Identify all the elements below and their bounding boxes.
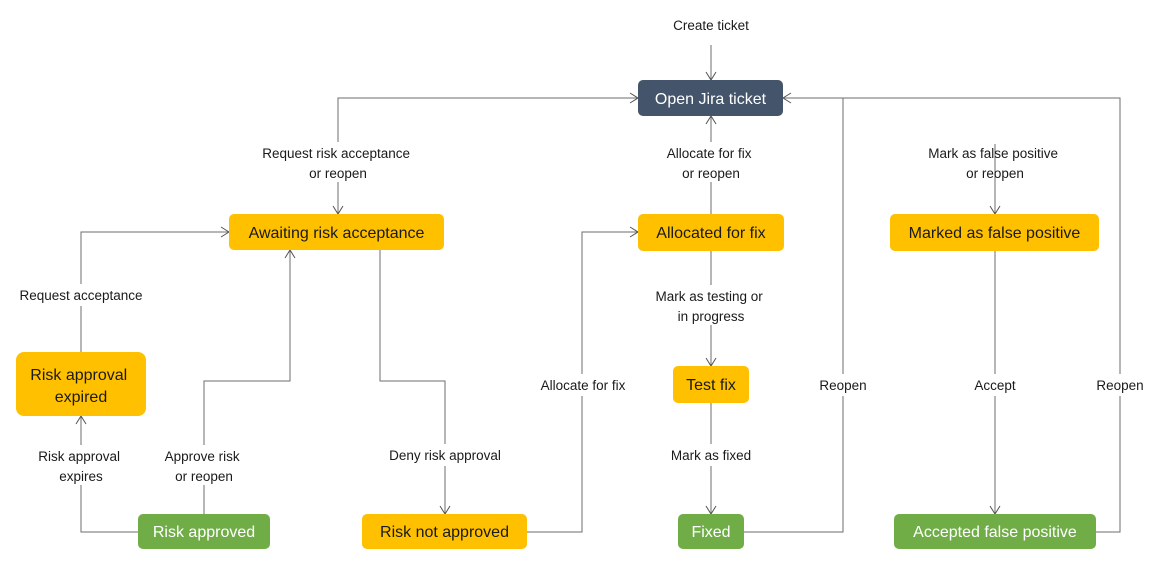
- edge-label-mark-false-positive-or-reopen: Mark as false positive or reopen: [928, 146, 1062, 181]
- edge-label-risk-approval-expires: Risk approval expires: [38, 449, 124, 484]
- edge-label-reopen-fixed: Reopen: [819, 378, 866, 393]
- svg-text:Accepted false positive: Accepted false positive: [913, 524, 1077, 541]
- edge-label-allocate-or-reopen: Allocate for fix or reopen: [667, 146, 756, 181]
- edge-fixed-reopen: [744, 97, 844, 533]
- svg-text:Fixed: Fixed: [691, 524, 730, 541]
- state-nodes: Open Jira ticket Awaiting risk acceptanc…: [16, 80, 1099, 549]
- edge-accepted-fp-reopen: [843, 97, 1121, 533]
- edge-label-approve-risk: Approve risk or reopen: [165, 449, 244, 484]
- edge-awaiting-to-not-approved: [379, 250, 446, 514]
- edge-label-request-risk-acceptance: Request risk acceptance or reopen: [262, 146, 414, 181]
- node-awaiting-risk-acceptance: Awaiting risk acceptance: [229, 214, 444, 250]
- node-accepted-false-positive: Accepted false positive: [894, 514, 1096, 549]
- svg-text:Open Jira ticket: Open Jira ticket: [655, 91, 767, 108]
- svg-text:Risk approved: Risk approved: [153, 524, 255, 541]
- edge-label-reopen-false-positive: Reopen: [1096, 378, 1143, 393]
- node-risk-approval-expired: Risk approval expired: [16, 352, 146, 416]
- svg-text:Risk not approved: Risk not approved: [380, 524, 509, 541]
- node-test-fix: Test fix: [673, 366, 749, 403]
- node-marked-as-false-positive: Marked as false positive: [890, 214, 1099, 251]
- svg-text:Marked as false positive: Marked as false positive: [909, 225, 1081, 242]
- svg-text:Allocated for fix: Allocated for fix: [656, 225, 765, 242]
- node-open-jira-ticket: Open Jira ticket: [638, 80, 783, 116]
- svg-text:Test fix: Test fix: [686, 377, 736, 394]
- svg-text:Awaiting risk acceptance: Awaiting risk acceptance: [249, 225, 425, 242]
- edge-expired-to-awaiting: [80, 231, 229, 352]
- svg-text:Risk approval expired: Risk approval expired: [30, 367, 131, 406]
- edge-label-request-acceptance: Request acceptance: [19, 288, 142, 303]
- edge-label-allocate-for-fix: Allocate for fix: [541, 378, 626, 393]
- edge-label-accept: Accept: [974, 378, 1016, 393]
- node-risk-not-approved: Risk not approved: [362, 514, 527, 549]
- edge-label-mark-testing: Mark as testing or in progress: [655, 289, 766, 324]
- edge-label-create-ticket: Create ticket: [673, 18, 749, 33]
- edge-labels: Create ticket Request risk acceptance or…: [10, 18, 1150, 485]
- node-allocated-for-fix: Allocated for fix: [638, 214, 784, 251]
- node-fixed: Fixed: [678, 514, 744, 549]
- node-risk-approved: Risk approved: [138, 514, 270, 549]
- edge-label-deny-risk-approval: Deny risk approval: [389, 448, 501, 463]
- edge-label-mark-as-fixed: Mark as fixed: [671, 448, 751, 463]
